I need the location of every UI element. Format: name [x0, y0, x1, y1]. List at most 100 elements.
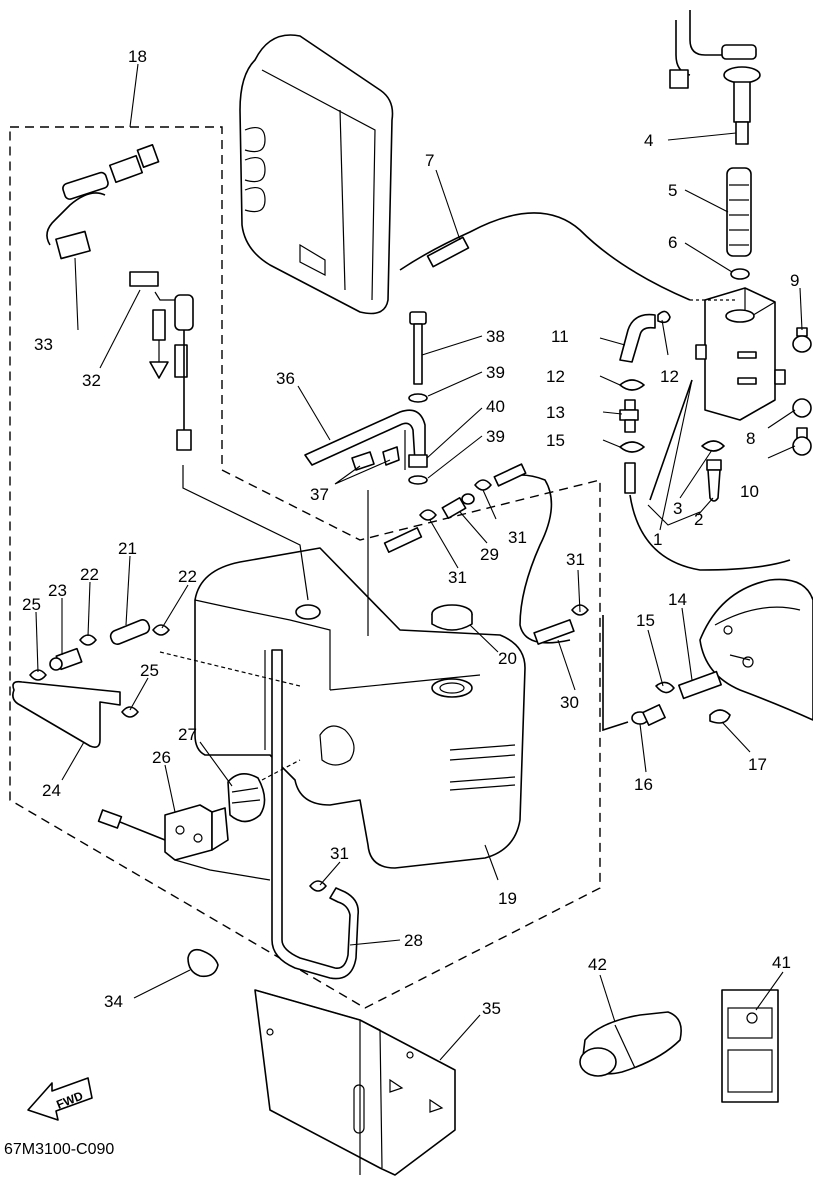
plug-10: [792, 427, 812, 456]
callout-17: 17: [748, 755, 767, 774]
callout-15b: 15: [636, 611, 655, 630]
washer-6: [730, 268, 750, 280]
hose-sleeve-left: [383, 527, 423, 553]
callout-15a: 15: [546, 431, 565, 450]
hose-lower-right: [602, 615, 629, 732]
clamp-31-a: [419, 509, 437, 521]
callout-30: 30: [560, 693, 579, 712]
clamp-12-lower: [619, 379, 645, 391]
clamp-3: [701, 440, 725, 452]
callout-13: 13: [546, 403, 565, 422]
callout-27: 27: [178, 725, 197, 744]
vent-hose-7: [399, 212, 691, 301]
base-bracket-35: [254, 989, 456, 1176]
clamp-12-upper: [657, 310, 671, 324]
pump-dashed-link: [261, 759, 301, 781]
engine-body-outline: [699, 578, 813, 721]
callout-38: 38: [486, 327, 505, 346]
callout-39b: 39: [486, 427, 505, 446]
filter-element-5: [726, 167, 752, 257]
clamp-31-b: [474, 479, 492, 491]
callout-20: 20: [498, 649, 517, 668]
callout-9: 9: [790, 271, 799, 290]
clamp-17: [709, 709, 731, 724]
callout-18: 18: [128, 47, 147, 66]
clamp-22-b: [152, 624, 170, 636]
callout-31c: 31: [566, 550, 585, 569]
hose-7-sleeve: [426, 236, 470, 268]
hose-1-line: [629, 379, 791, 571]
clamp-22-a: [79, 634, 97, 646]
hose-30: [496, 474, 571, 644]
callout-42: 42: [588, 955, 607, 974]
protector-42: [579, 1011, 682, 1077]
callout-12a: 12: [546, 367, 565, 386]
grommet-8: [792, 398, 812, 418]
fuel-sender-drawing: [669, 10, 761, 145]
clamp-15-upper: [619, 441, 645, 453]
callout-33: 33: [34, 335, 53, 354]
hose-24: [12, 680, 121, 748]
clamp-15-lower: [655, 681, 675, 694]
hose-sleeve-30: [533, 619, 575, 645]
catalog-code: 67M3100-C090: [4, 1141, 114, 1158]
hose-14: [678, 670, 722, 700]
harness-lead: [182, 465, 309, 601]
callout-3: 3: [673, 499, 682, 518]
nut-40: [408, 454, 428, 468]
connector-16: [631, 704, 666, 726]
callout-1: 1: [653, 530, 662, 549]
primer-27: [227, 773, 266, 823]
clamp-25-a: [29, 669, 47, 681]
callout-31d: 31: [330, 844, 349, 863]
callout-6: 6: [668, 233, 677, 252]
hose-21: [109, 619, 151, 645]
callout-34: 34: [104, 992, 123, 1011]
callout-35: 35: [482, 999, 501, 1018]
drain-2: [706, 459, 722, 502]
bolt-38: [409, 311, 427, 385]
engine-cover-drawing: [239, 34, 394, 315]
callout-41: 41: [772, 953, 791, 972]
callout-19: 19: [498, 889, 517, 908]
hose-short: [624, 462, 636, 494]
callout-11: 11: [551, 327, 569, 346]
callout-32: 32: [82, 371, 101, 390]
washer-39-upper: [408, 393, 428, 403]
clamp-31-d: [309, 880, 327, 892]
callout-26: 26: [152, 748, 171, 767]
callout-2: 2: [694, 510, 703, 529]
label-card-41: [721, 989, 779, 1103]
joint-13: [619, 399, 639, 433]
sensor-harness-drawing: [46, 144, 194, 451]
fuel-pump-26: [97, 804, 271, 881]
callout-31b: 31: [448, 568, 467, 587]
callout-29: 29: [480, 545, 499, 564]
callout-10: 10: [740, 482, 759, 501]
callout-22b: 22: [178, 567, 197, 586]
tank-inlet-dashed: [159, 651, 301, 687]
clip-34: [187, 948, 219, 978]
callout-40: 40: [486, 397, 505, 416]
hose-11: [619, 313, 656, 363]
clamp-25-b: [121, 706, 139, 718]
callout-16: 16: [634, 775, 653, 794]
callout-4: 4: [644, 131, 653, 150]
callout-31a: 31: [508, 528, 527, 547]
hose-sleeve-upper: [493, 463, 527, 487]
hose-28: [271, 649, 360, 980]
plug-9: [792, 327, 812, 353]
fuel-cap-20: [431, 604, 473, 631]
callout-36: 36: [276, 369, 295, 388]
callout-12b: 12: [660, 367, 679, 386]
callout-22a: 22: [80, 565, 99, 584]
callout-39a: 39: [486, 363, 505, 382]
callout-37: 37: [310, 485, 329, 504]
callout-24: 24: [42, 781, 61, 800]
callout-25a: 25: [22, 595, 41, 614]
callout-21: 21: [118, 539, 137, 558]
separator-tank-drawing: [695, 287, 786, 421]
callout-8: 8: [746, 429, 755, 448]
callout-5: 5: [668, 181, 677, 200]
